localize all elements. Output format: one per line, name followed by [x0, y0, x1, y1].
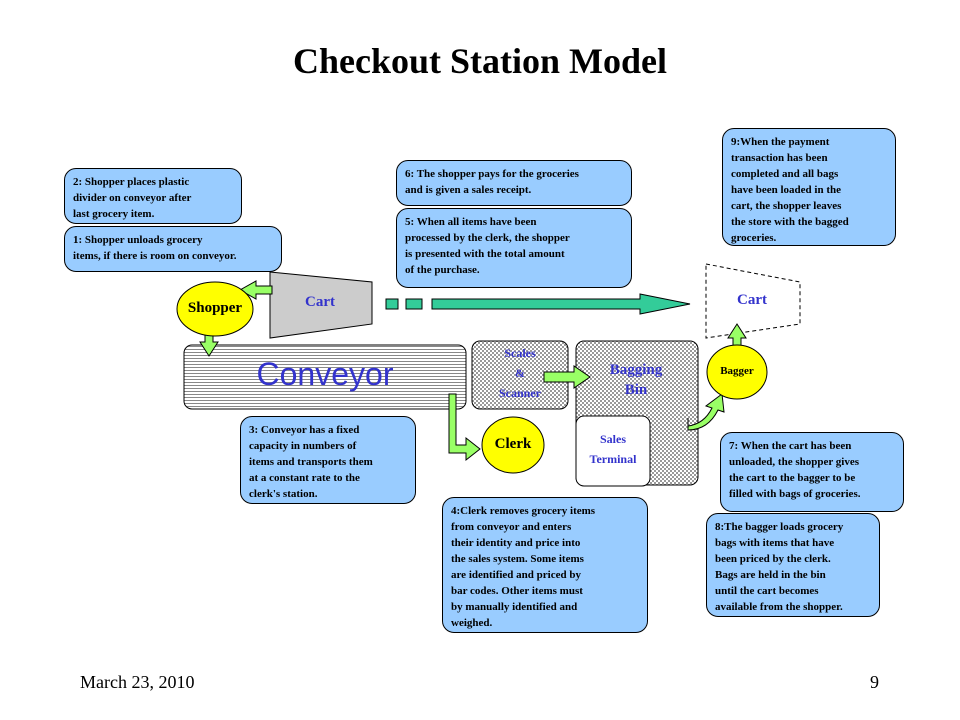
cart-left-label: Cart: [305, 294, 335, 310]
footer-date: March 23, 2010: [80, 672, 195, 692]
arrow-conveyor-to-clerk: [448, 393, 481, 462]
scales-label-line2: &: [515, 366, 525, 380]
sales-terminal-box: [575, 415, 651, 487]
scales-label-line1: Scales: [504, 346, 536, 360]
clerk-label: Clerk: [494, 436, 532, 452]
cart-left-shape: [269, 271, 373, 339]
note-step-7: 7: When the cart has been unloaded, the …: [720, 432, 904, 512]
cart-right-label: Cart: [737, 292, 767, 308]
sales-terminal-label-line1: Sales: [599, 432, 626, 446]
bagger-label: Bagger: [720, 365, 754, 377]
page-title: Checkout Station Model: [292, 41, 667, 81]
clerk-node: [481, 416, 545, 474]
note-step-9: 9:When the payment transaction has been …: [722, 128, 896, 246]
flow-arrow-to-cart: [431, 293, 691, 315]
conveyor-belt: [183, 344, 467, 410]
flow-dash-2: [405, 298, 423, 310]
arrow-to-shopper: [238, 280, 273, 300]
footer-page-number: 9: [870, 672, 879, 692]
bagging-label-line1: Bagging: [609, 362, 663, 378]
arrow-scanner-to-bin: [543, 365, 591, 389]
bagger-node: [706, 344, 768, 400]
shopper-label: Shopper: [187, 300, 243, 316]
bagging-label-line2: Bin: [624, 382, 648, 398]
note-step-4: 4:Clerk removes grocery items from conve…: [442, 497, 648, 633]
scales-label-line3: Scanner: [499, 386, 541, 400]
cart-right-shape: [705, 263, 801, 339]
note-step-2: 2: Shopper places plastic divider on con…: [64, 168, 242, 224]
note-step-3: 3: Conveyor has a fixed capacity in numb…: [240, 416, 416, 504]
note-step-1: 1: Shopper unloads grocery items, if the…: [64, 226, 282, 272]
note-step-8: 8:The bagger loads grocery bags with ite…: [706, 513, 880, 617]
sales-terminal-label-line2: Terminal: [589, 452, 637, 466]
flow-dash-1: [385, 298, 399, 310]
shopper-node: [176, 281, 254, 337]
conveyor-label: Conveyor: [256, 356, 394, 392]
note-step-5: 5: When all items have been processed by…: [396, 208, 632, 288]
note-step-6: 6: The shopper pays for the groceries an…: [396, 160, 632, 206]
